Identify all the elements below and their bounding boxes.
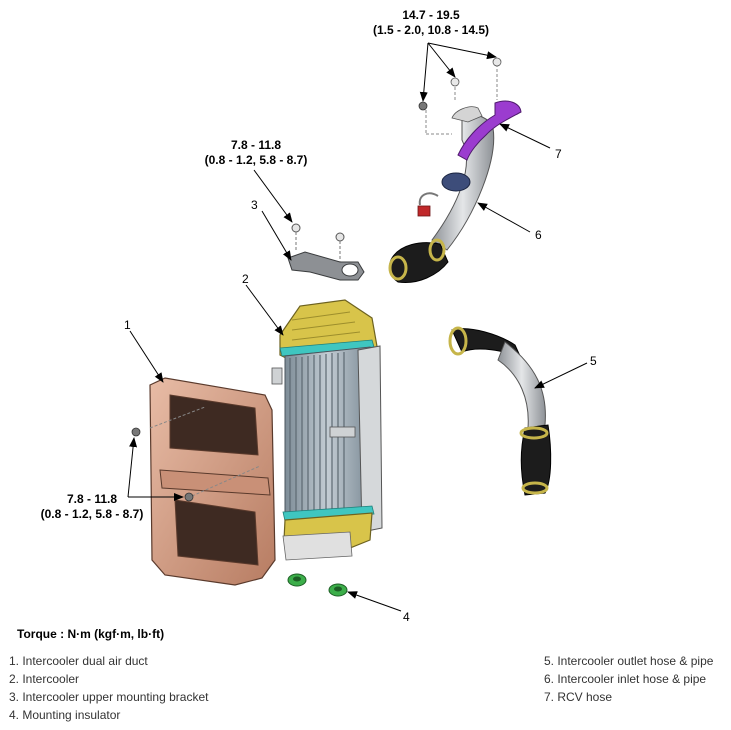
callout-3: 3: [251, 198, 258, 212]
torque-spec-upper: 14.7 - 19.5 (1.5 - 2.0, 10.8 - 14.5): [356, 8, 506, 38]
intercooler-upper-mounting-bracket: [287, 223, 365, 281]
torque-spec-duct: 7.8 - 11.8 (0.8 - 1.2, 5.8 - 8.7): [22, 492, 162, 522]
callout-4: 4: [403, 610, 410, 624]
torque-spec-upper-line1: 14.7 - 19.5: [402, 8, 460, 22]
callout-7: 7: [555, 147, 562, 161]
callout-6: 6: [535, 228, 542, 242]
torque-spec-duct-line2: (0.8 - 1.2, 5.8 - 8.7): [40, 507, 144, 521]
legend-item-1: 1. Intercooler dual air duct: [9, 654, 148, 668]
torque-spec-bracket-line1: 7.8 - 11.8: [230, 138, 282, 152]
torque-unit-title: Torque : N·m (kgf·m, lb·ft): [17, 627, 165, 641]
callout-5: 5: [590, 354, 597, 368]
legend-item-3: 3. Intercooler upper mounting bracket: [9, 690, 209, 704]
intercooler-outlet-hose-and-pipe: [448, 326, 552, 496]
legend-item-6: 6. Intercooler inlet hose & pipe: [544, 672, 707, 686]
legend-right: 5. Intercooler outlet hose & pipe 6. Int…: [544, 652, 713, 706]
intercooler-dual-air-duct: [131, 377, 276, 586]
intercooler: [271, 299, 383, 561]
legend-left: 1. Intercooler dual air duct 2. Intercoo…: [9, 652, 208, 724]
callout-2: 2: [242, 272, 249, 286]
intercooler-inlet-hose-and-pipe: [388, 57, 502, 284]
leader-lines: [127, 42, 588, 612]
legend-item-2: 2. Intercooler: [9, 672, 80, 686]
legend-item-7: 7. RCV hose: [544, 690, 613, 704]
torque-spec-bracket-line2: (0.8 - 1.2, 5.8 - 8.7): [204, 153, 308, 167]
mounting-insulator: [287, 573, 348, 597]
torque-spec-duct-line1: 7.8 - 11.8: [66, 492, 118, 506]
torque-spec-bracket: 7.8 - 11.8 (0.8 - 1.2, 5.8 - 8.7): [186, 138, 326, 168]
torque-spec-upper-line2: (1.5 - 2.0, 10.8 - 14.5): [372, 23, 490, 37]
legend-item-5: 5. Intercooler outlet hose & pipe: [544, 654, 714, 668]
legend-item-4: 4. Mounting insulator: [9, 708, 121, 722]
callout-1: 1: [124, 318, 131, 332]
rcv-hose: [457, 100, 522, 161]
